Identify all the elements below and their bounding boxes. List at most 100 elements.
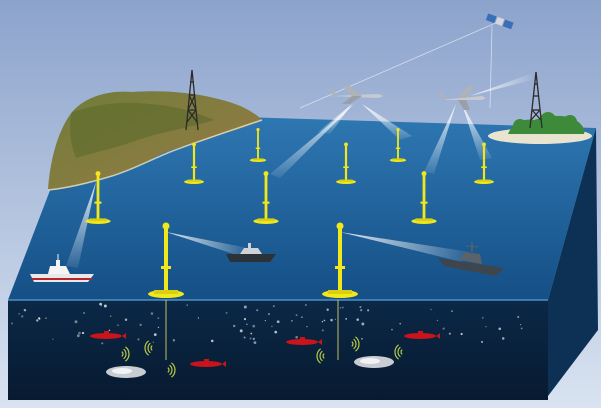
particle (460, 332, 463, 336)
particle (481, 316, 484, 319)
particle (101, 342, 104, 345)
patrol-ship (226, 243, 276, 262)
particle (305, 304, 307, 306)
particle (83, 311, 86, 314)
particle (23, 308, 27, 312)
surface-buoy (336, 142, 356, 184)
particle (246, 323, 248, 325)
particle (210, 339, 214, 343)
particle (52, 338, 54, 340)
underwater-section (8, 300, 548, 400)
particle (139, 323, 142, 326)
sonar-signal (121, 346, 130, 362)
surveillance-jet-left (328, 86, 384, 104)
particle (157, 317, 160, 319)
submarine (90, 331, 126, 339)
particle (399, 322, 401, 325)
particle (323, 319, 326, 322)
particle (45, 317, 47, 320)
particle (326, 308, 329, 311)
particle (276, 320, 280, 324)
particle (519, 323, 522, 326)
particle (243, 318, 247, 321)
particle (11, 322, 14, 325)
coast-guard-ship (30, 254, 94, 282)
particle (306, 325, 308, 328)
particle (321, 320, 324, 323)
sonar-signal (316, 348, 325, 364)
particle (267, 313, 270, 315)
particle (157, 326, 160, 329)
surface-buoys (85, 128, 494, 298)
sensor-beam (340, 232, 470, 262)
particle (186, 304, 188, 306)
particle (321, 329, 324, 332)
particle (152, 341, 154, 343)
particle (153, 333, 157, 337)
particle (345, 317, 348, 320)
particle (256, 309, 259, 312)
particle (272, 305, 275, 307)
submarine (286, 337, 322, 345)
particle (485, 326, 487, 328)
particle (339, 307, 342, 309)
submarines (90, 331, 440, 367)
particle (271, 325, 273, 328)
particle (301, 316, 303, 318)
uuv-right (354, 356, 394, 368)
particle (451, 310, 453, 313)
submarine (404, 331, 440, 339)
particle (36, 319, 39, 322)
sensor-beam (470, 74, 532, 96)
particle (124, 318, 128, 321)
surface-buoy (411, 171, 437, 224)
submarine (190, 359, 226, 367)
particle (517, 316, 520, 318)
warship (438, 242, 504, 276)
particle (391, 328, 393, 331)
particle (356, 318, 360, 321)
particle (448, 332, 451, 335)
particle (99, 302, 102, 306)
particle (74, 320, 78, 324)
sensor-beam (66, 182, 96, 268)
surface-buoy (389, 128, 407, 162)
sensor-beam (362, 104, 412, 140)
particle (359, 308, 363, 312)
particle (150, 312, 154, 315)
sensor-beam (166, 232, 248, 258)
particle (295, 335, 299, 339)
particle (225, 311, 228, 314)
sensor-beam (424, 104, 456, 174)
particle (249, 337, 252, 340)
sonar-signal (167, 362, 176, 378)
particle (108, 329, 111, 332)
surveillance-jet-right (438, 86, 486, 110)
satellite (485, 13, 514, 30)
particle (252, 337, 255, 341)
surface-buoy (184, 142, 204, 184)
particle (250, 332, 253, 335)
particle (501, 337, 505, 340)
particle (137, 338, 140, 341)
particle (243, 305, 247, 309)
particle (239, 329, 243, 333)
particle (341, 306, 344, 309)
sonar-signal (144, 340, 153, 356)
surface-buoy (249, 128, 267, 162)
surface-buoy (148, 222, 184, 298)
particle (243, 336, 246, 339)
particle (361, 322, 365, 326)
underwater-particles (11, 302, 523, 345)
island (488, 112, 592, 144)
radio-tower-island (529, 71, 543, 129)
particle (253, 341, 257, 345)
particle (264, 319, 266, 322)
shoreline (47, 119, 263, 191)
surface-buoy (85, 171, 111, 224)
particle (359, 306, 362, 309)
block-side-face (545, 128, 598, 400)
particle (110, 315, 112, 317)
particle (103, 304, 107, 308)
sonar-signal (394, 344, 403, 360)
